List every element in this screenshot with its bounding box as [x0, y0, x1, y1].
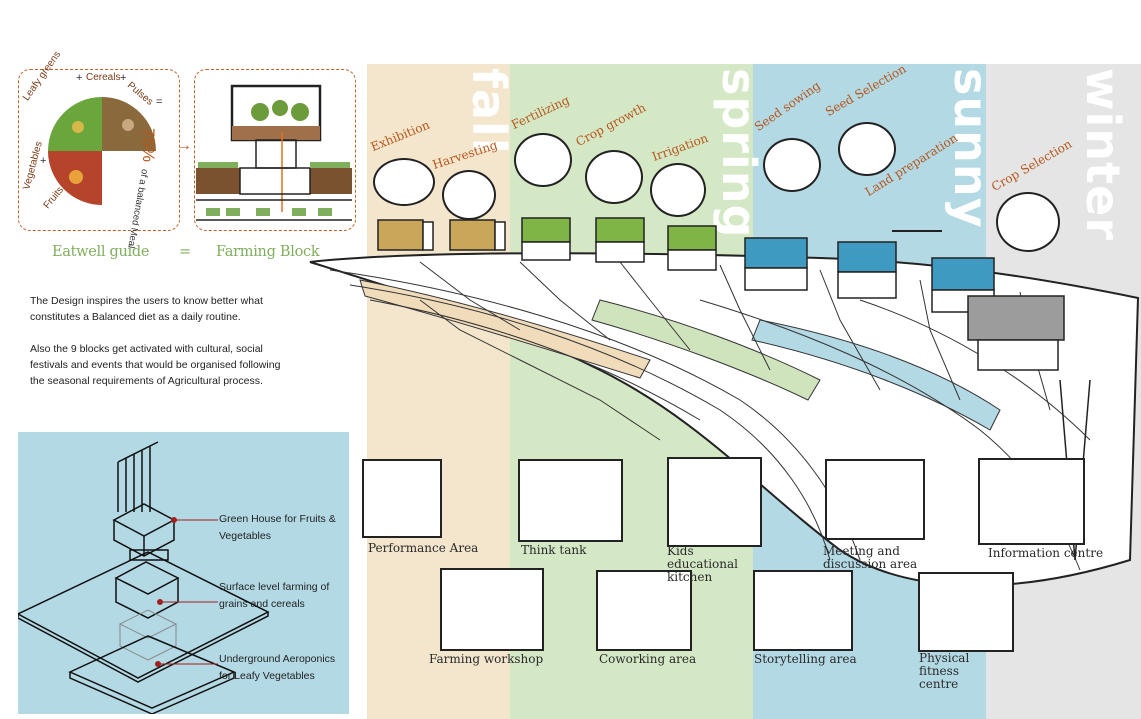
seed-sowing-sketch: [763, 138, 821, 192]
land-preparation-sketch: [892, 200, 942, 232]
eatwell-plus-3: +: [40, 155, 47, 167]
label-information-centre: Information centre: [988, 546, 1104, 560]
legend-surface-farming: Surface level farming of grains and cere…: [219, 581, 330, 610]
eatwell-plus-2: +: [120, 72, 127, 84]
farming-workshop-sketch: [440, 568, 544, 651]
label-performance-area: Performance Area: [368, 541, 479, 555]
crop-growth-sketch: [585, 150, 643, 204]
eatwell-cereals: Cereals: [86, 72, 121, 83]
legend-panel: [18, 432, 349, 714]
fitness-centre-sketch: [918, 572, 1014, 652]
eatwell-plus-1: +: [76, 72, 83, 84]
eatwell-plate: [48, 97, 156, 205]
storytelling-sketch: [753, 570, 853, 651]
label-coworking: Coworking area: [599, 652, 697, 666]
meeting-area-sketch: [825, 459, 925, 540]
think-tank-sketch: [518, 459, 623, 542]
fertilizing-sketch: [514, 133, 572, 187]
exhibition-sketch: [373, 158, 435, 206]
information-centre-sketch: [978, 458, 1085, 545]
label-fitness-centre: Physical fitness centre: [919, 651, 970, 691]
seed-selection-sketch: [838, 122, 896, 176]
eatwell-guide-caption: Eatwell guide: [52, 244, 150, 260]
crop-selection-sketch: [996, 192, 1060, 252]
design-paragraph-1: The Design inspires the users to know be…: [30, 295, 263, 323]
equals-caption: =: [179, 244, 191, 260]
eatwell-equals: =: [156, 96, 163, 108]
harvesting-sketch: [442, 170, 496, 220]
arrow-icon: →: [176, 137, 192, 154]
legend-underground-aeroponics: Underground Aeroponics for Leafy Vegetab…: [219, 653, 336, 682]
block-axonometric: [18, 441, 270, 714]
label-farming-workshop: Farming workshop: [429, 652, 544, 666]
label-think-tank: Think tank: [521, 543, 587, 557]
season-spring: spring: [712, 68, 766, 239]
farming-block-box: [194, 69, 356, 231]
farming-block-caption: Farming Block: [216, 244, 320, 260]
performance-area-sketch: [362, 459, 442, 538]
farming-block-section: [196, 84, 352, 221]
design-paragraph-2: Also the 9 blocks get activated with cul…: [30, 343, 281, 387]
legend-greenhouse: Green House for Fruits & Vegetables: [219, 513, 336, 542]
irrigation-sketch: [650, 163, 706, 217]
label-storytelling: Storytelling area: [754, 652, 857, 666]
kids-kitchen-sketch: [667, 457, 762, 547]
eatwell-percent: 75%: [139, 128, 158, 163]
season-fall: fall: [462, 68, 516, 155]
season-sunny: sunny: [944, 68, 998, 229]
label-kids-kitchen: Kids educational kitchen: [667, 544, 738, 584]
label-meeting-area: Meeting and discussion area: [823, 544, 918, 571]
eatwell-guide-box: [18, 69, 180, 231]
season-winter: winter: [1076, 68, 1130, 241]
coworking-sketch: [596, 570, 692, 651]
